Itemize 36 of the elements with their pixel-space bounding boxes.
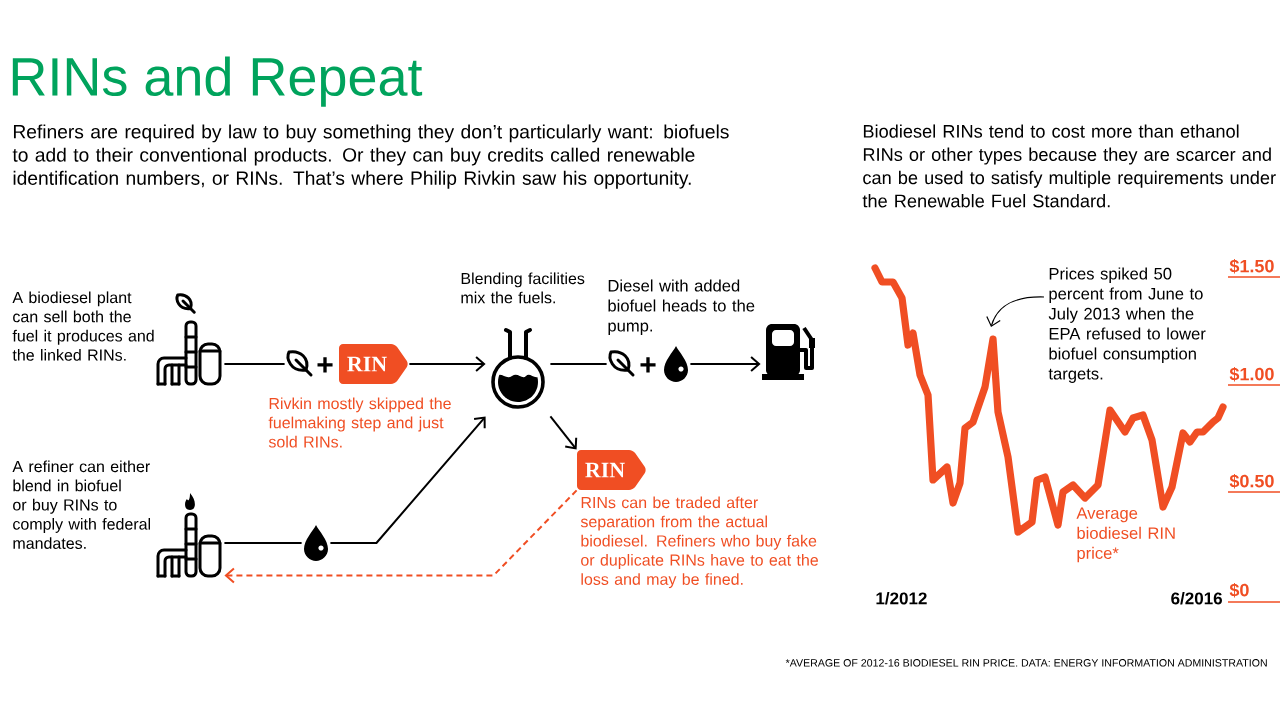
arrow (549, 415, 578, 450)
description-text: Diesel with added biofuel heads to the pump. (608, 279, 755, 335)
arrow (408, 356, 486, 372)
description-text: RINs can be traded after separation from the actual biodiesel. Refiners who buy fake or duplicate RINs have to eat the loss and may be fined. (580, 496, 818, 589)
rin-tag: RIN (339, 344, 408, 384)
plus-sign: + (317, 357, 333, 373)
leaf-icon (608, 350, 635, 377)
description-text: Blending facilities mix the fuels. (461, 272, 585, 304)
chart-description: Biodiesel RINs tend to cost more than ethanol RINs or other types because they are scarcer and can be used to satisfy multiple requirements under the Renewable Fuel Standard. (862, 124, 1276, 208)
description-text: A biodiesel plant can sell both the fuel it produces and the linked RINs. (12, 291, 154, 361)
leader-line (986, 296, 1045, 327)
tick-label: 6/2016 (1171, 591, 1222, 605)
tick-label: 1/2012 (876, 591, 927, 605)
description-text: A refiner can either blend in biofuel or buy RINs to comply with federal mandates. (12, 460, 150, 549)
flask-icon (491, 328, 545, 409)
leaf-icon (286, 350, 313, 377)
tick-label: $1.00 (1229, 366, 1274, 382)
description-text: Rivkin mostly skipped the fuelmaking step and just sold RINs. (268, 397, 451, 448)
title: RINs and Repeat (12, 56, 423, 107)
fuel-pump-icon (762, 324, 815, 380)
arrow (329, 416, 486, 544)
rin-tag: RIN (577, 450, 646, 490)
arrow (689, 356, 761, 372)
drop-icon (304, 525, 328, 561)
factory-drawing (156, 493, 222, 578)
annotation-text: Prices spiked 50 percent from June to July 2013 when the EPA refused to lower biofuel consumption targets. (1048, 267, 1206, 383)
tick-label: $1.50 (1229, 258, 1274, 274)
plus-sign: + (640, 357, 656, 373)
tick-label: $0 (1229, 582, 1249, 598)
footnote: *AVERAGE OF 2012-16 BIODIESEL RIN PRICE. DATA: ENERGY INFORMATION ADMINISTRATION (785, 659, 1267, 667)
arrow (224, 489, 578, 584)
drop-icon (664, 346, 688, 382)
series-label: Average biodiesel RIN price* (1076, 507, 1175, 563)
tick-label: $0.50 (1229, 473, 1274, 489)
factory-drawing (156, 293, 222, 386)
intro-text: Refiners are required by law to buy something they don’t particularly want: biofuels to add to their conventional products. Or they can buy credits called renewable identification numbers, or RINs. That’s where Philip Rivkin saw his opportunity. (12, 124, 729, 189)
